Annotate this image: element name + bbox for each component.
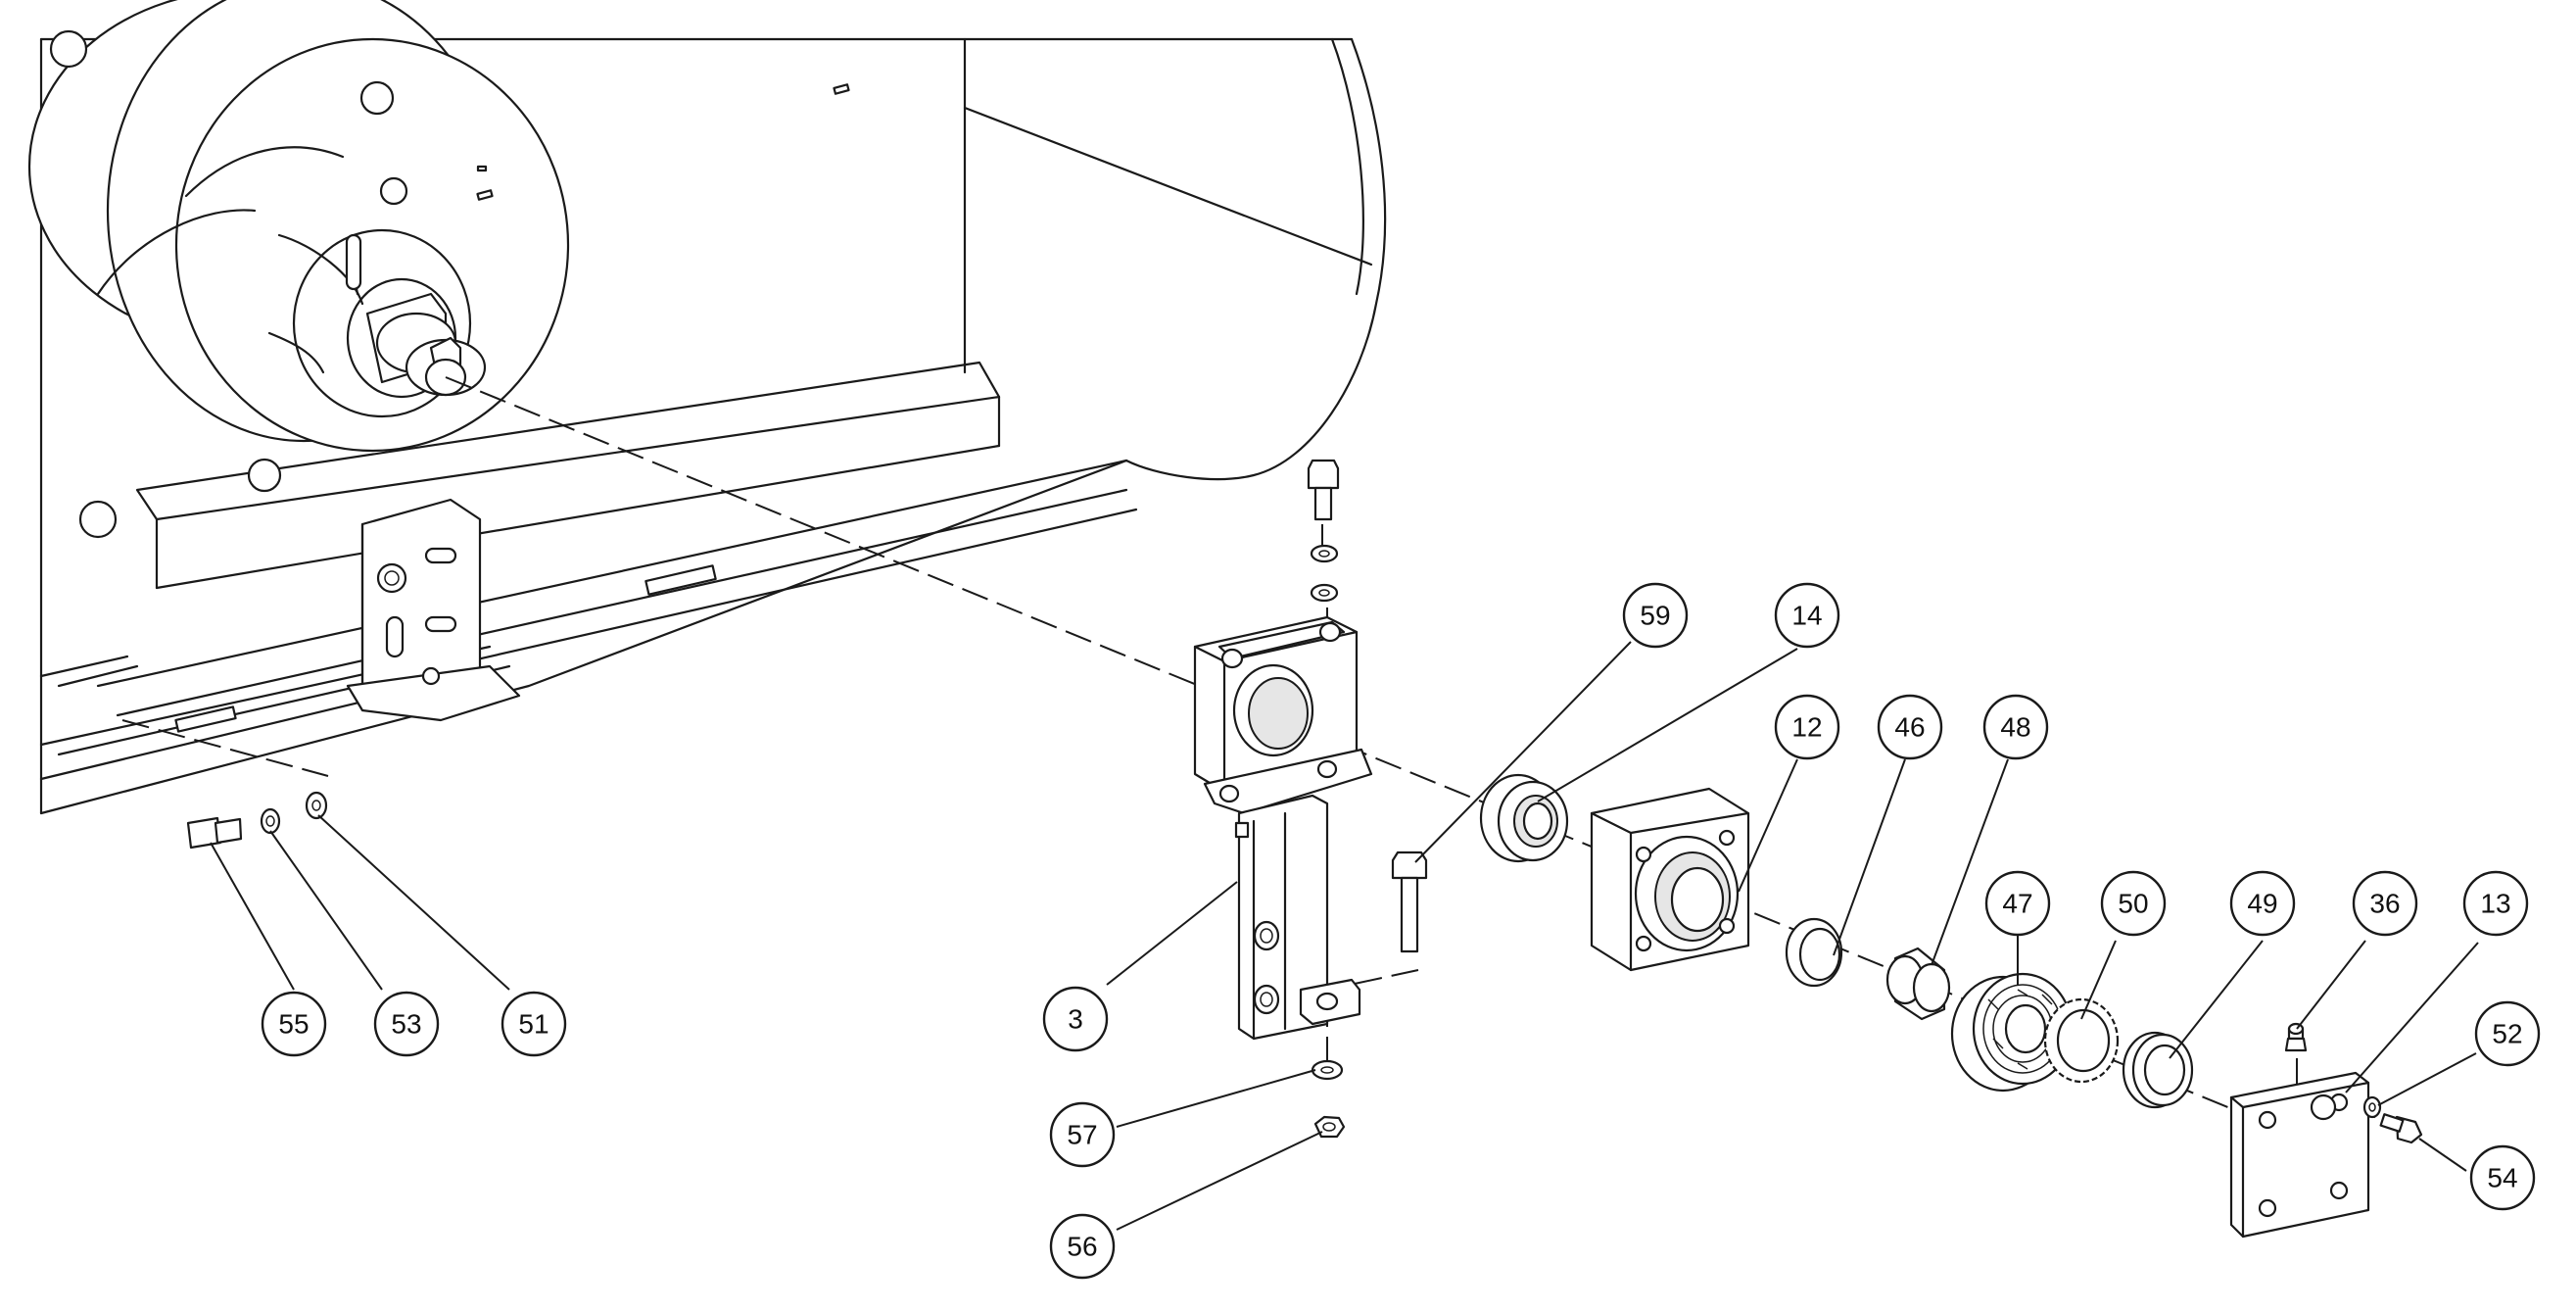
callout-50: 50 [2100, 870, 2167, 937]
svg-text:59: 59 [1640, 601, 1670, 631]
svg-text:52: 52 [2492, 1019, 2522, 1049]
callout-51: 51 [501, 991, 567, 1057]
screw-part-54 [2379, 1113, 2423, 1144]
seal-part-14 [1479, 773, 1569, 863]
svg-text:57: 57 [1067, 1120, 1097, 1150]
callout-49: 49 [2229, 870, 2296, 937]
svg-text:56: 56 [1067, 1232, 1097, 1262]
bearing-housing-part-12 [1590, 787, 1750, 972]
svg-text:48: 48 [2000, 712, 2030, 743]
ring-part-46 [1785, 917, 1843, 988]
callout-12: 12 [1774, 694, 1840, 760]
nut-part-49 [2122, 1031, 2194, 1109]
sleeve-part-48 [1885, 947, 1951, 1021]
svg-text:12: 12 [1791, 712, 1822, 743]
callout-48: 48 [1982, 694, 2049, 760]
bolt-part-59 [1391, 850, 1428, 953]
svg-text:46: 46 [1894, 712, 1925, 743]
callout-59: 59 [1622, 582, 1689, 649]
svg-text:49: 49 [2247, 889, 2277, 919]
callout-47: 47 [1984, 870, 2051, 937]
svg-text:14: 14 [1791, 601, 1822, 631]
callout-14: 14 [1774, 582, 1840, 649]
callout-52: 52 [2474, 1000, 2541, 1067]
svg-text:47: 47 [2002, 889, 2032, 919]
callout-57: 57 [1049, 1101, 1116, 1168]
callout-3: 3 [1042, 986, 1109, 1052]
bolt-part-55 [186, 816, 243, 850]
callout-55: 55 [261, 991, 327, 1057]
callout-56: 56 [1049, 1213, 1116, 1280]
support-bracket-part-3 [1193, 615, 1373, 1041]
machine-housing [27, 0, 1387, 815]
bearing-part-47 [1950, 972, 2074, 1093]
washer-part-53 [260, 807, 281, 835]
washer-part-52 [2362, 1095, 2382, 1119]
callout-13: 13 [2462, 870, 2529, 937]
callout-54: 54 [2469, 1144, 2536, 1211]
lock-washer-part-50 [2043, 997, 2120, 1084]
svg-text:53: 53 [391, 1009, 421, 1040]
callout-balloons: 59 14 12 46 48 47 50 49 36 13 52 54 3 57… [261, 582, 2541, 1280]
svg-text:36: 36 [2369, 889, 2400, 919]
callout-46: 46 [1877, 694, 1943, 760]
svg-text:50: 50 [2118, 889, 2148, 919]
nut-part-56 [1313, 1115, 1346, 1139]
svg-text:3: 3 [1068, 1004, 1083, 1035]
cover-plate-part-13 [2229, 1071, 2370, 1239]
grease-fitting-part-36 [2284, 1022, 2308, 1052]
svg-text:55: 55 [278, 1009, 309, 1040]
callout-36: 36 [2352, 870, 2418, 937]
svg-text:51: 51 [518, 1009, 549, 1040]
svg-text:54: 54 [2487, 1163, 2517, 1193]
svg-text:13: 13 [2480, 889, 2510, 919]
washer-part-57 [1311, 1059, 1344, 1081]
leader-lines [210, 641, 2479, 1231]
upper-bolt-set [1307, 459, 1340, 603]
washer-part-51 [305, 791, 328, 820]
callout-53: 53 [373, 991, 440, 1057]
